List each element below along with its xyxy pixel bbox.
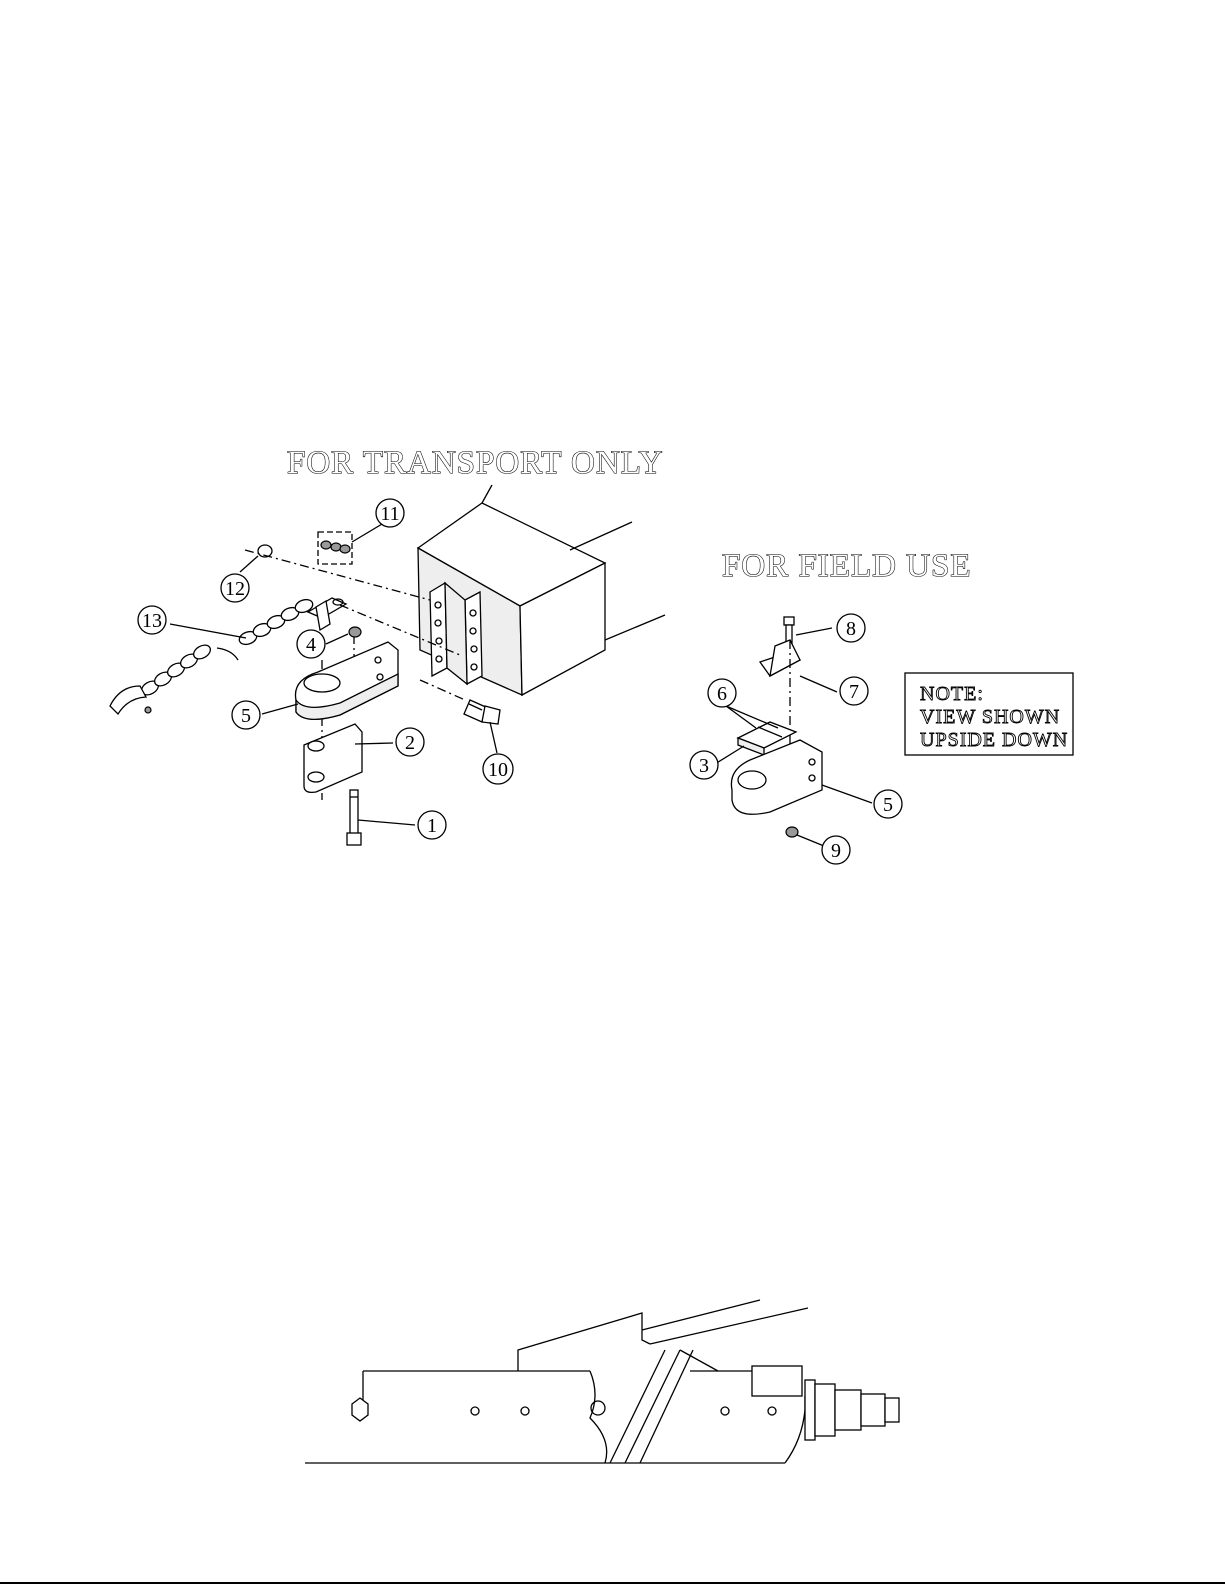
wedge-plate-top — [770, 640, 800, 676]
svg-text:5: 5 — [883, 794, 893, 816]
svg-text:4: 4 — [306, 634, 316, 656]
transport-heading: FOR TRANSPORT ONLY — [287, 445, 663, 481]
svg-text:11: 11 — [380, 503, 399, 525]
callout-2: 2 — [396, 728, 424, 756]
svg-text:5: 5 — [241, 705, 251, 727]
callout-1: 1 — [418, 811, 446, 839]
svg-text:3: 3 — [699, 755, 709, 777]
callout-11: 11 — [376, 499, 404, 527]
svg-text:12: 12 — [225, 578, 245, 600]
callout-13: 13 — [138, 606, 166, 634]
callout-5: 5 — [232, 701, 260, 729]
callout-7: 7 — [840, 677, 868, 705]
callout-3: 3 — [690, 751, 718, 779]
svg-text:2: 2 — [405, 732, 415, 754]
note-line-3: UPSIDE DOWN — [920, 729, 1068, 751]
hitch-bolt — [464, 700, 500, 724]
hitch-plate — [304, 724, 362, 792]
svg-text:9: 9 — [831, 840, 841, 862]
svg-text:13: 13 — [142, 610, 162, 632]
svg-text:6: 6 — [717, 683, 727, 705]
field-clevis — [731, 740, 822, 814]
callout-12: 12 — [221, 574, 249, 602]
svg-text:7: 7 — [849, 681, 859, 703]
callout-4: 4 — [297, 630, 325, 658]
svg-text:1: 1 — [427, 815, 437, 837]
callout-10: 10 — [483, 754, 513, 784]
callout-5b: 5 — [874, 790, 902, 818]
field-nut — [786, 827, 798, 837]
axle-drawing — [305, 1300, 899, 1463]
callout-9: 9 — [822, 836, 850, 864]
svg-text:10: 10 — [488, 759, 508, 781]
hex-nut — [349, 627, 361, 637]
tongue-frame — [418, 485, 665, 695]
field-heading: FOR FIELD USE — [722, 548, 972, 584]
callout-6: 6 — [708, 679, 736, 707]
note-line-1: NOTE: — [920, 683, 984, 705]
note-line-2: VIEW SHOWN — [920, 706, 1060, 728]
svg-text:8: 8 — [846, 618, 856, 640]
pin-bolt — [347, 790, 361, 845]
nuts — [318, 532, 352, 564]
callout-8: 8 — [837, 614, 865, 642]
